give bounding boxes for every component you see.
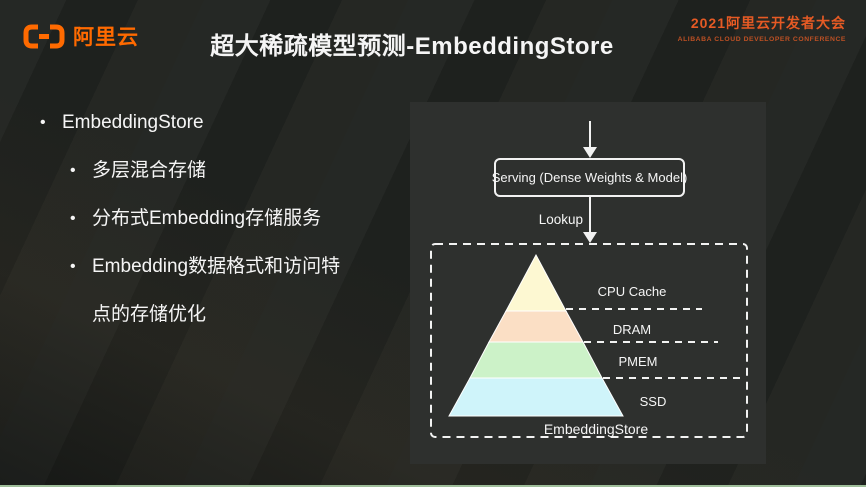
conference-badge: 2021阿里云开发者大会 ALIBABA CLOUD DEVELOPER CON… — [678, 13, 846, 43]
pyramid-caption: EmbeddingStore — [544, 421, 649, 437]
layer-label-pmem: PMEM — [619, 354, 658, 369]
arrow-down-into-serving-icon — [583, 121, 597, 158]
pyramid-layer-pmem — [469, 341, 603, 379]
bullet-dot: • — [70, 210, 76, 227]
pyramid-layer-cpu-cache — [505, 253, 567, 312]
bullet-text: 多层混合存储 — [92, 160, 207, 181]
layer-label-dram: DRAM — [613, 322, 651, 337]
logo-text: 阿里云 — [73, 26, 139, 49]
bullet-text: EmbeddingStore — [62, 112, 204, 133]
pyramid-layer-dram — [488, 310, 584, 343]
bullet-list: • EmbeddingStore • 多层混合存储 • 分布式Embedding… — [40, 99, 357, 339]
lookup-label: Lookup — [538, 212, 583, 227]
logo-bracket-icon — [23, 24, 65, 48]
alibaba-cloud-logo: 阿里云 — [22, 21, 139, 51]
conference-subtitle-en: ALIBABA CLOUD DEVELOPER CONFERENCE — [677, 36, 846, 43]
bullet-dot: • — [70, 258, 76, 275]
lookup-arrow-icon — [583, 197, 597, 243]
layer-label-cpu-cache: CPU Cache — [598, 284, 667, 299]
diagram-panel: Serving (Dense Weights & Model) Lookup C… — [410, 102, 766, 464]
serving-box-label: Serving (Dense Weights & Model) — [491, 170, 688, 185]
bullet-text: 分布式Embedding存储服务 — [92, 208, 322, 229]
page-title: 超大稀疏模型预测-EmbeddingStore — [210, 33, 614, 60]
bullet-item-storage: • 多层混合存储 — [70, 147, 357, 195]
bullet-text: Embedding数据格式和访问特点的存储优化 — [92, 256, 341, 325]
bullet-dot: • — [70, 162, 76, 179]
bullet-dot: • — [40, 114, 46, 131]
serving-box: Serving (Dense Weights & Model) — [491, 158, 688, 197]
bottom-accent-line — [0, 485, 866, 487]
bullet-item-format: • Embedding数据格式和访问特点的存储优化 — [70, 243, 357, 339]
pyramid-layer-ssd — [448, 377, 624, 417]
conference-title-cn: 2021阿里云开发者大会 — [690, 15, 846, 31]
bullet-item-distributed: • 分布式Embedding存储服务 — [70, 195, 357, 243]
storage-hierarchy-container: CPU Cache DRAM PMEM SSD EmbeddingStore — [430, 243, 748, 438]
layer-label-ssd: SSD — [640, 394, 667, 409]
bullet-item-embeddingstore: • EmbeddingStore — [40, 99, 357, 147]
dashed-border — [430, 243, 748, 438]
flow-arrows-layer — [583, 121, 597, 243]
